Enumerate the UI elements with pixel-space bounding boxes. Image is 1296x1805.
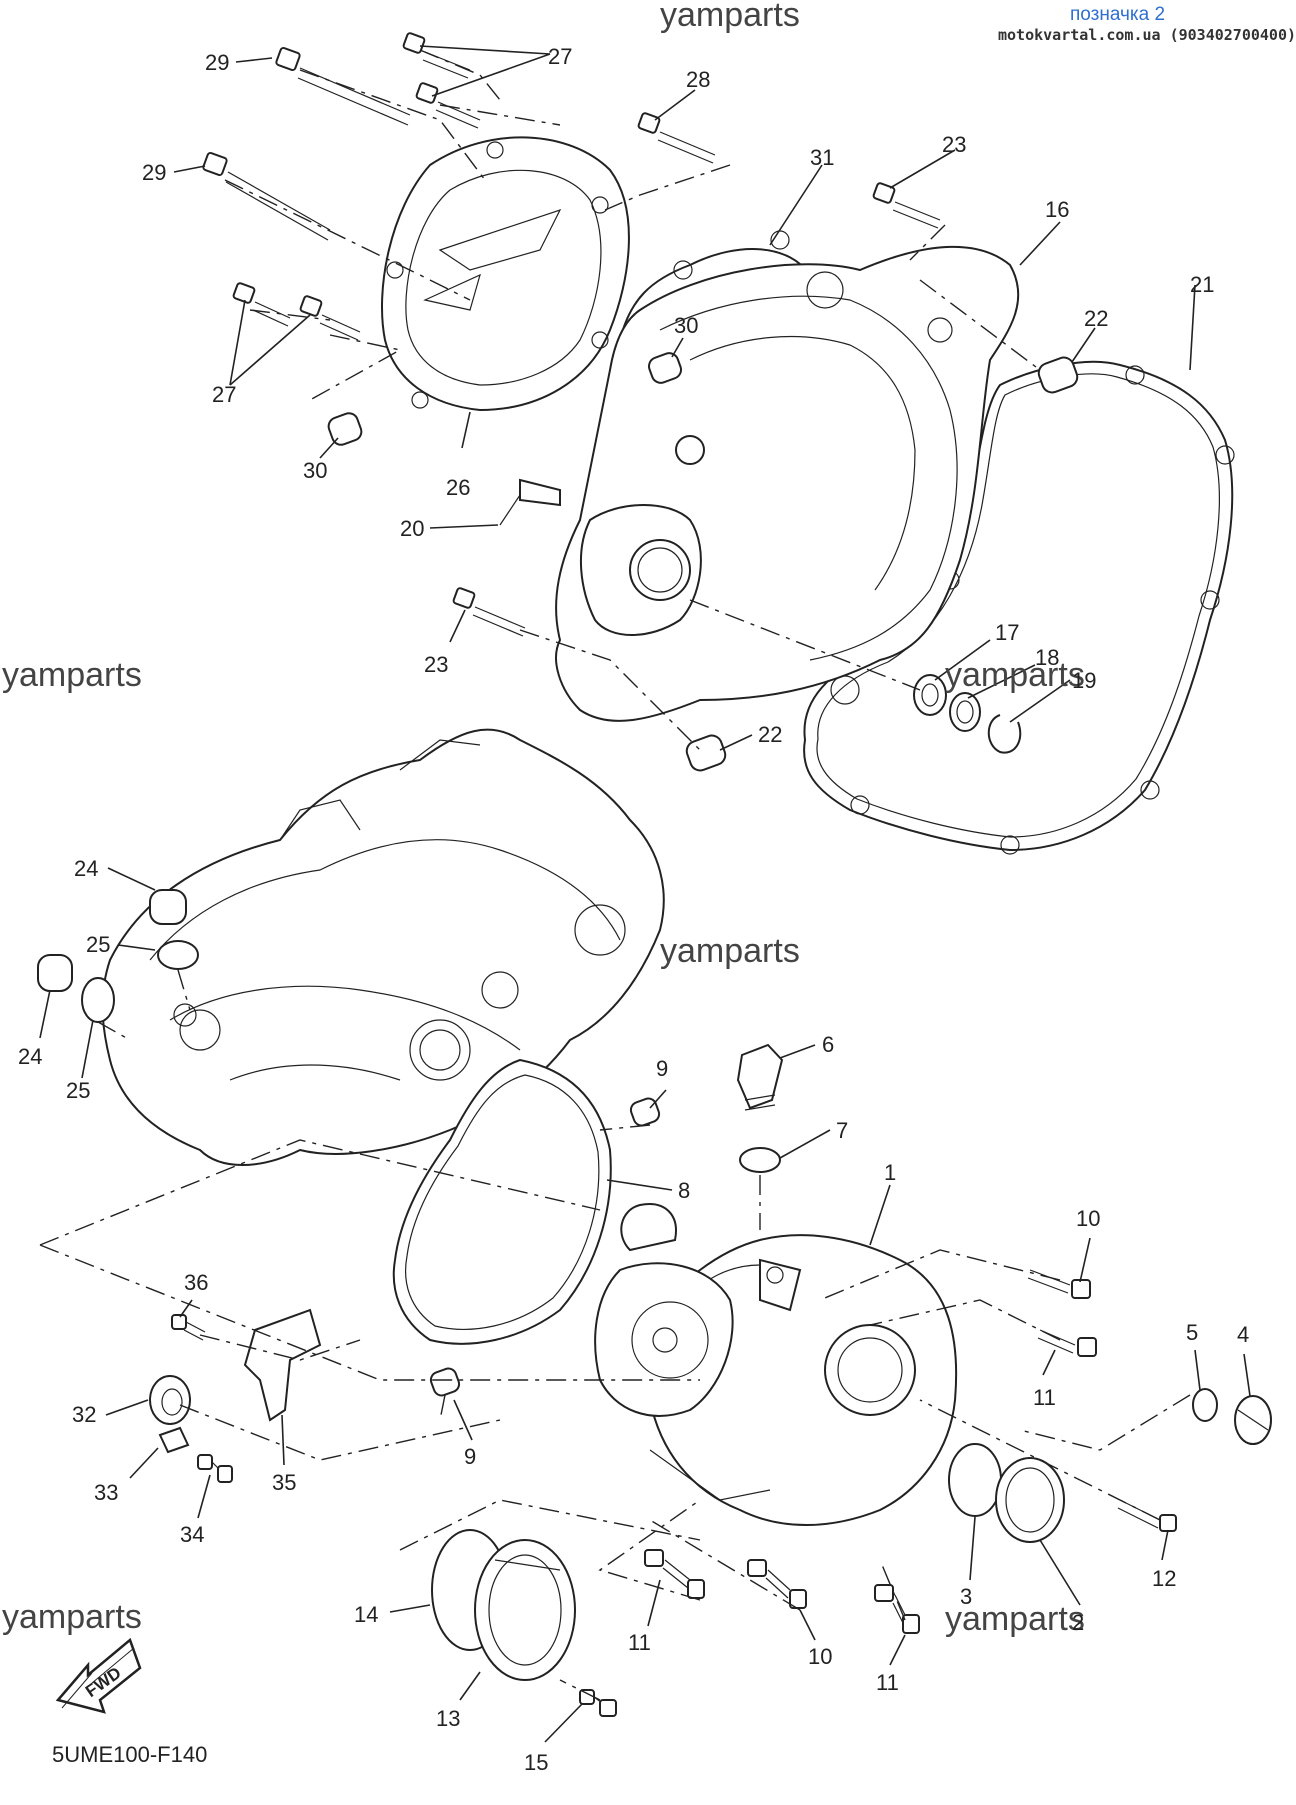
part-label: 16 — [1045, 197, 1069, 222]
part-label: 29 — [142, 160, 166, 185]
dowel-24-left — [37, 954, 73, 992]
part-label: 12 — [1152, 1566, 1176, 1591]
gasket-crankcase — [392, 1058, 612, 1345]
part-label: 14 — [354, 1602, 378, 1627]
part-label: 19 — [1072, 668, 1096, 693]
part-label: 2 — [1072, 1610, 1084, 1635]
part-label: 11 — [1033, 1385, 1056, 1410]
watermark-3: yamparts — [945, 656, 1085, 694]
dowel-24-top — [149, 889, 187, 925]
part-label: 24 — [18, 1044, 42, 1069]
leader-lines — [39, 45, 1251, 1743]
part-label: 27 — [212, 382, 236, 407]
part-label: 36 — [184, 1270, 208, 1295]
part-label: 11 — [628, 1630, 651, 1655]
dowel-30-left — [327, 412, 363, 446]
circlip-19 — [987, 714, 1022, 754]
part-label: 34 — [180, 1522, 204, 1547]
part-label: 28 — [686, 67, 710, 92]
plug-2 — [995, 1457, 1065, 1543]
part-label: 33 — [94, 1480, 118, 1505]
oring-5 — [1192, 1388, 1218, 1422]
dowel-22-top — [1037, 356, 1079, 394]
part-label: 18 — [1035, 645, 1059, 670]
source-label: motokvartal.com.ua (903402700400) — [998, 26, 1296, 44]
alignment-lines — [39, 49, 1191, 1701]
fwd-arrow-icon: FWD — [55, 1637, 142, 1714]
part-label: 24 — [74, 856, 98, 881]
clip-33 — [158, 1426, 190, 1454]
part-label: 13 — [436, 1706, 460, 1731]
part-number-labels: 29 27 27 28 29 31 23 16 21 22 30 27 30 2… — [18, 44, 1249, 1775]
part-label: 23 — [424, 652, 448, 677]
oring-25-left — [81, 977, 115, 1023]
part-label: 22 — [758, 722, 782, 747]
part-label: 9 — [656, 1056, 668, 1081]
watermark-5: yamparts — [2, 1598, 142, 1636]
part-label: 9 — [464, 1444, 476, 1469]
part-label: 20 — [400, 516, 424, 541]
part-label: 29 — [205, 50, 229, 75]
fitting-20 — [519, 478, 561, 507]
watermark-4: yamparts — [660, 932, 800, 970]
oil-filler-plug — [736, 1043, 784, 1110]
part-label: 6 — [822, 1032, 834, 1057]
part-label: 27 — [548, 44, 572, 69]
dowel-30-right — [647, 352, 683, 384]
part-label: 3 — [960, 1584, 972, 1609]
oil-seal-17 — [913, 674, 947, 716]
part-label: 5 — [1186, 1320, 1198, 1345]
crankcase-block — [101, 728, 665, 1166]
part-label: 17 — [995, 620, 1019, 645]
cap-32 — [149, 1375, 191, 1425]
part-label: 31 — [810, 145, 834, 170]
part-label: 30 — [303, 458, 327, 483]
oring-7 — [739, 1147, 781, 1173]
watermark-1: yamparts — [660, 0, 800, 34]
cover-13 — [474, 1539, 576, 1681]
dowel-22-bottom — [685, 734, 727, 772]
part-label: 22 — [1084, 306, 1108, 331]
part-label: 25 — [66, 1078, 90, 1103]
ring-18 — [949, 692, 981, 732]
part-label: 10 — [1076, 1206, 1100, 1231]
part-label: 7 — [836, 1118, 848, 1143]
oring-3 — [948, 1443, 1002, 1517]
part-label: 35 — [272, 1470, 296, 1495]
oring-25-top — [157, 940, 199, 970]
part-label: 25 — [86, 932, 110, 957]
part-label: 32 — [72, 1402, 96, 1427]
part-label: 4 — [1237, 1322, 1249, 1347]
diagram-tag: позначка 2 — [1070, 4, 1166, 25]
watermark-2: yamparts — [2, 656, 142, 694]
part-label: 10 — [808, 1644, 832, 1669]
guide-35 — [243, 1308, 322, 1422]
part-label: 26 — [446, 475, 470, 500]
part-label: 11 — [876, 1670, 899, 1695]
part-label: 8 — [678, 1178, 690, 1203]
part-label: 1 — [884, 1160, 896, 1185]
part-label: 21 — [1190, 272, 1214, 297]
watermark-6: yamparts — [945, 1600, 1085, 1638]
part-label: 15 — [524, 1750, 548, 1775]
dowel-9-bottom — [429, 1367, 461, 1397]
part-label: 30 — [674, 313, 698, 338]
part-label: 23 — [942, 132, 966, 157]
diagram-code: 5UME100-F140 — [52, 1742, 208, 1767]
clutch-cover — [381, 136, 630, 412]
bolts — [171, 32, 1177, 1717]
